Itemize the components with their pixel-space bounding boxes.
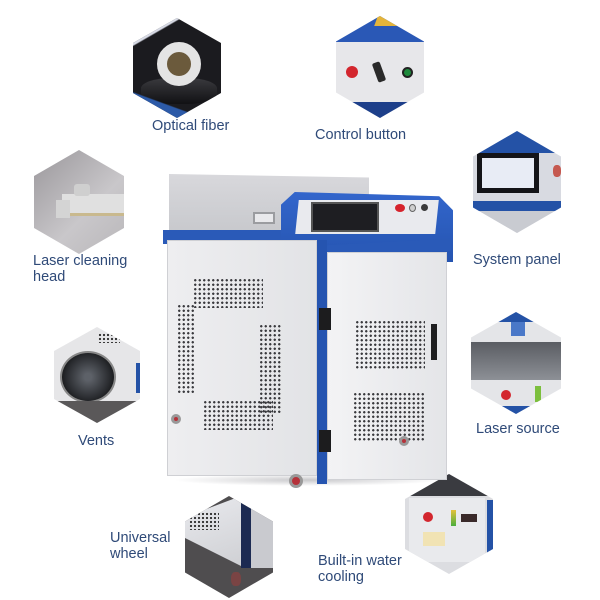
laser-cleaning-machine (163, 174, 455, 490)
control-yellow-tag (374, 16, 408, 26)
vents-image (54, 327, 140, 423)
machine-blue-pillar (317, 240, 327, 484)
machine-front-door (327, 252, 447, 480)
left-vent-bottom (203, 400, 273, 430)
vents-label: Vents (78, 433, 115, 449)
source-indicator-light (535, 386, 541, 402)
front-vent-top (355, 320, 425, 370)
vent-blue-edge (136, 363, 140, 393)
left-vent-right (259, 324, 281, 414)
control-button-image (336, 16, 424, 118)
rear-left-caster-icon (171, 414, 181, 424)
panel-blue-top (473, 131, 561, 153)
caster-wheel-icon (231, 572, 241, 586)
universal-wheel-image (185, 496, 273, 598)
door-hinge-bottom (319, 430, 331, 452)
emergency-stop-icon (346, 66, 358, 78)
cleaning-head-block (56, 200, 70, 218)
cooling-fan-icon (60, 351, 116, 403)
universal-wheel-label-line1: Universal (110, 530, 171, 546)
wheel-side-door (251, 496, 273, 568)
system-panel-image (473, 131, 561, 233)
cleaning-head-body (62, 194, 124, 216)
water-control-plate (409, 498, 485, 562)
source-blue-top (471, 312, 561, 322)
temperature-display (461, 514, 477, 522)
laser-module-window (471, 342, 561, 380)
cleaning-head-knob (74, 184, 90, 196)
front-caster-icon (289, 474, 303, 488)
laser-cleaning-head-label-line2: head (33, 269, 66, 285)
laser-source-image (471, 312, 561, 414)
fiber-blue-corner (133, 18, 221, 118)
top-handle (253, 212, 275, 224)
left-vent-left (177, 304, 195, 394)
optical-fiber-image (133, 18, 221, 118)
front-vent-bottom (353, 392, 425, 442)
vent-floor (54, 401, 140, 423)
panel-lower-area (473, 211, 561, 233)
universal-wheel-label-line2: wheel (110, 546, 148, 562)
panel-red-button (553, 165, 561, 177)
water-indicator-light (451, 510, 456, 526)
door-hinge-top (319, 308, 331, 330)
source-red-button (501, 390, 511, 400)
console-key-switch-icon (409, 204, 416, 212)
water-blue-edge (487, 500, 493, 560)
laser-source-label: Laser source (476, 421, 560, 437)
console-touchscreen (311, 202, 379, 232)
panel-blue-band (473, 201, 561, 211)
laser-cleaning-head-label-line1: Laser cleaning (33, 253, 128, 269)
water-cooling-label-line1: Built-in water (318, 553, 402, 569)
water-cooling-label-line2: cooling (318, 569, 364, 585)
circuit-breaker-icon (511, 322, 525, 336)
left-vent-top (193, 278, 263, 308)
water-red-button (423, 512, 433, 522)
door-lock-handle (431, 324, 437, 360)
console-emergency-stop-icon (395, 204, 405, 212)
source-blue-bottom (471, 406, 561, 414)
wheel-panel-holes (189, 512, 219, 530)
vent-holes (98, 333, 120, 343)
green-button-icon (402, 67, 413, 78)
wheel-side-panel (185, 496, 241, 566)
warning-sticker (423, 532, 445, 546)
laser-cleaning-head-image (34, 150, 124, 254)
wheel-blue-strip (241, 496, 251, 568)
rear-right-caster-icon (399, 436, 409, 446)
console-power-button-icon (421, 204, 428, 211)
touchscreen-display (482, 158, 534, 188)
optical-fiber-label: Optical fiber (152, 118, 230, 134)
key-switch-icon (371, 61, 387, 83)
control-blue-bottom (336, 102, 424, 118)
control-button-label: Control button (315, 127, 407, 143)
system-panel-label: System panel (473, 252, 561, 268)
